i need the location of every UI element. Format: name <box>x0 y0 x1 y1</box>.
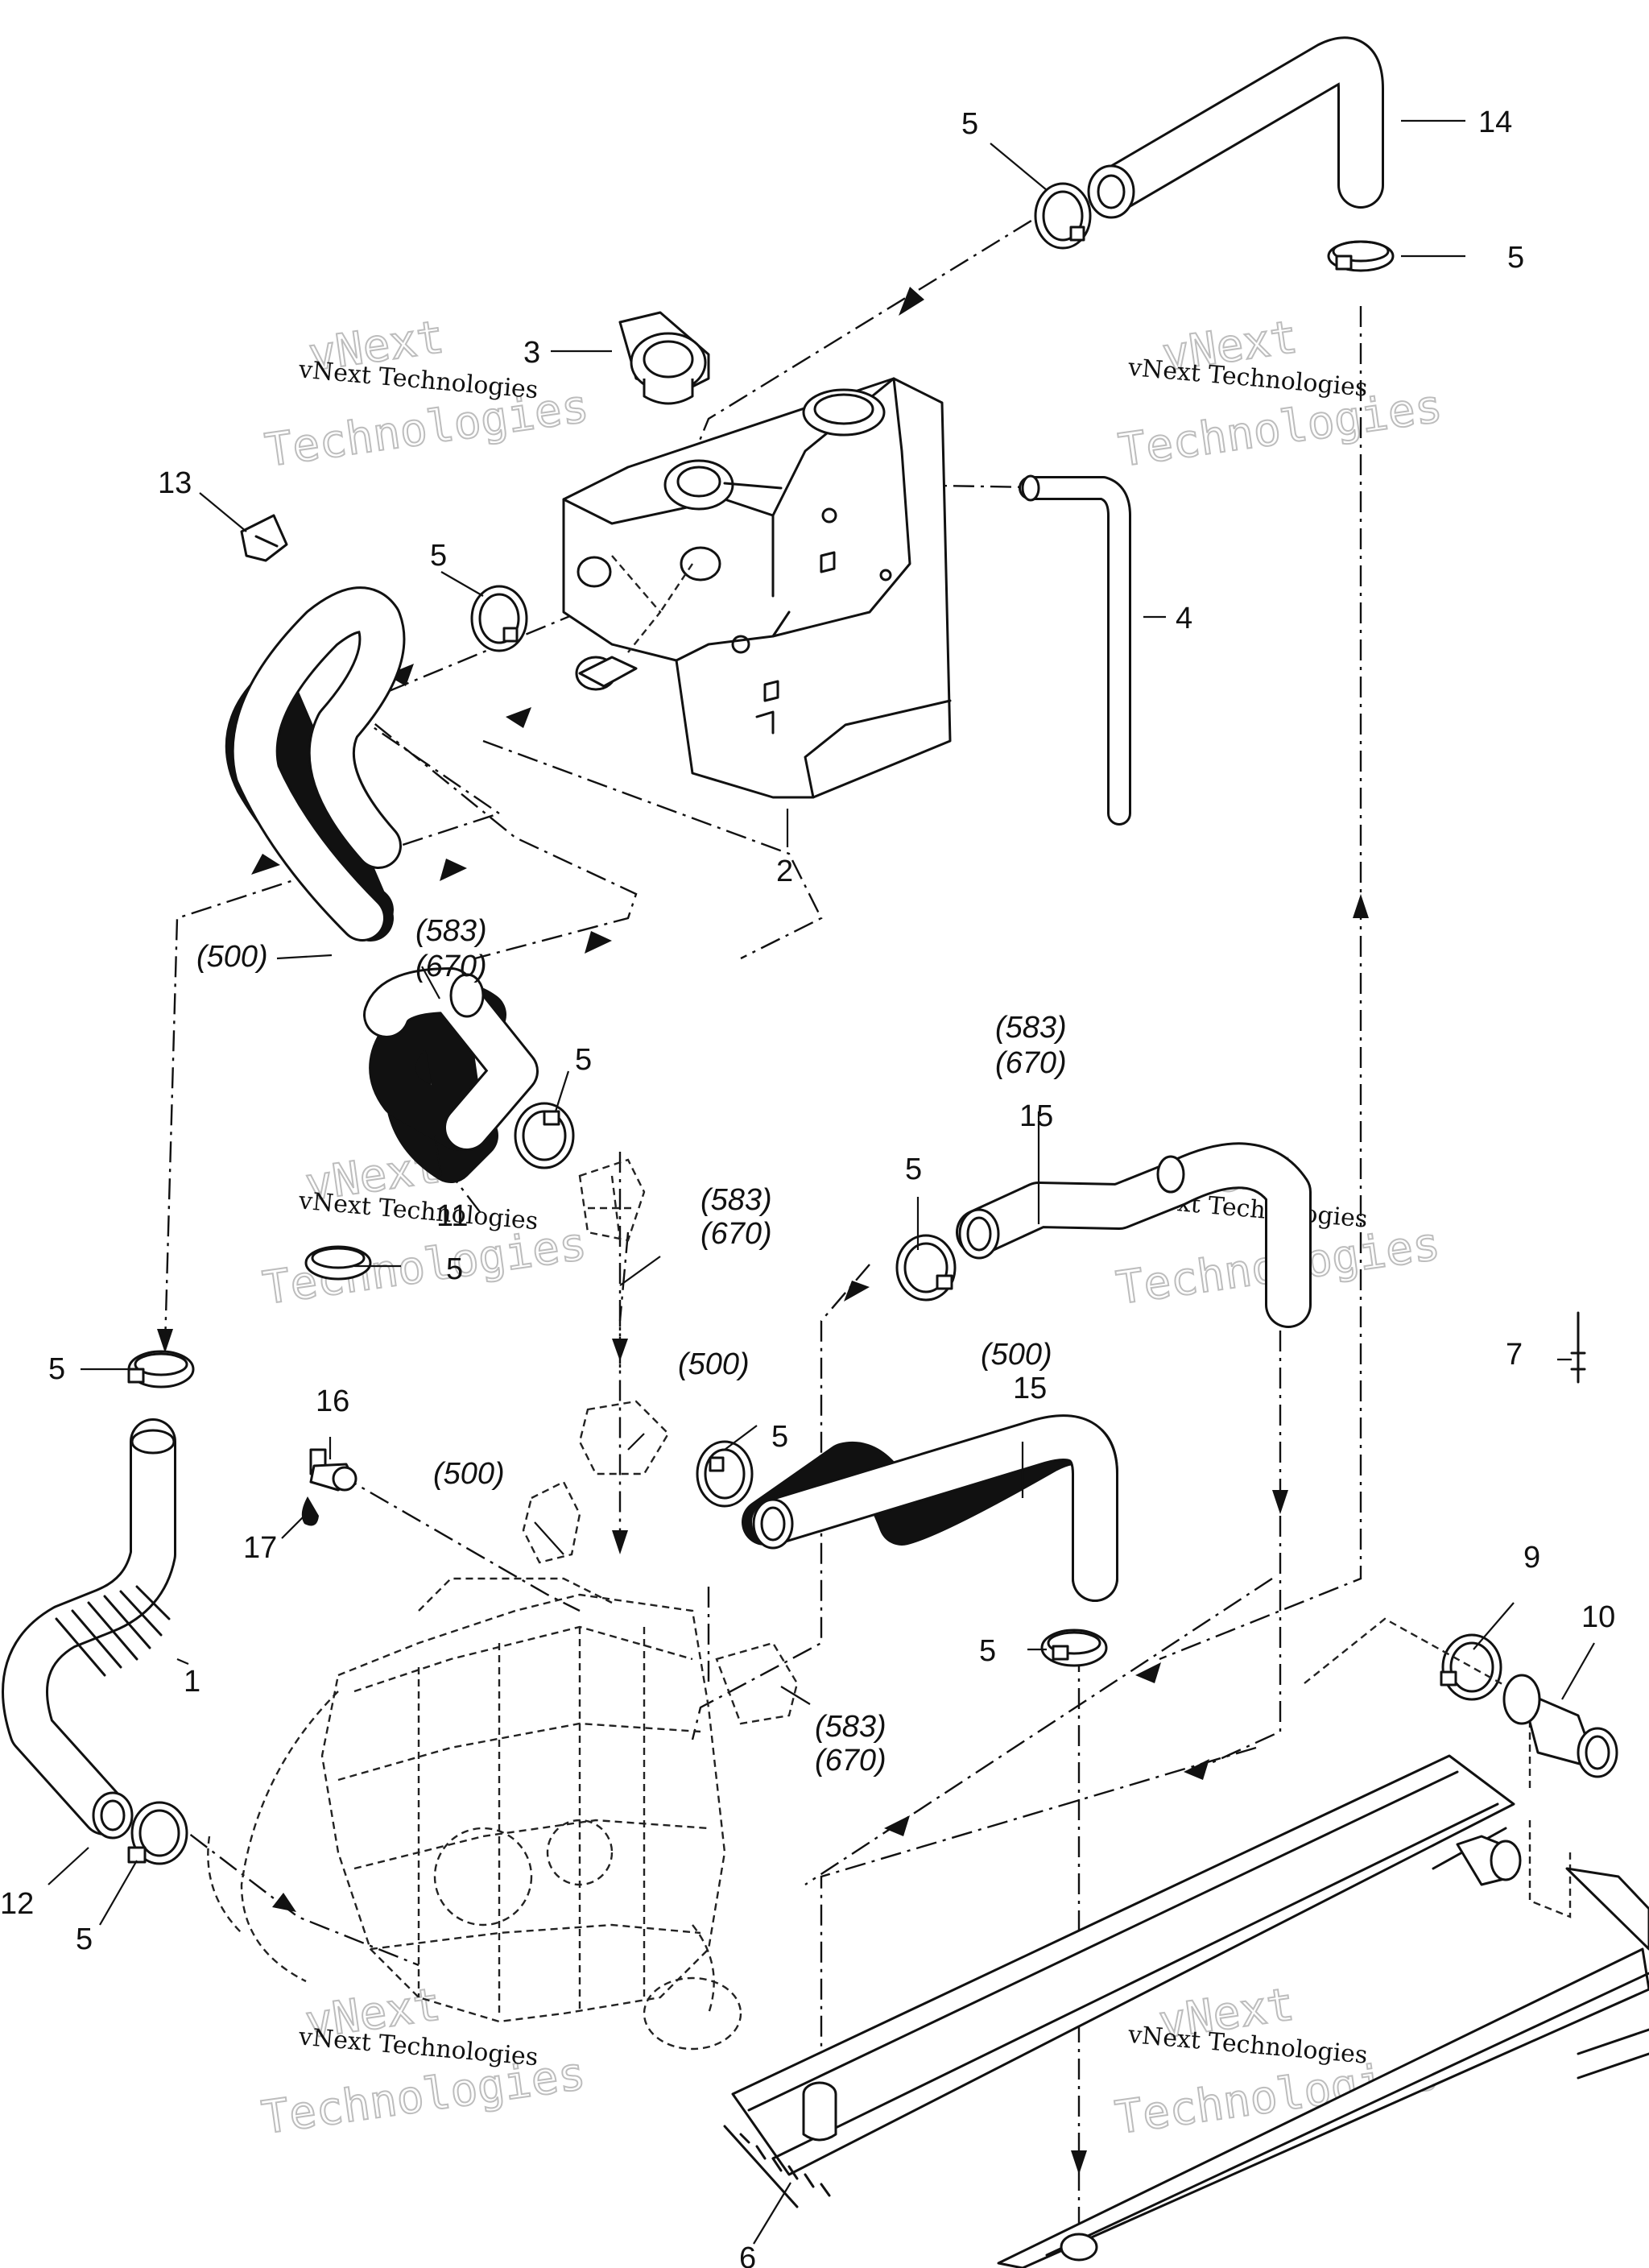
model-code-500: (500) <box>433 1457 505 1491</box>
callout-15: 15 <box>1013 1372 1047 1405</box>
model-code-583: (583) <box>701 1183 772 1217</box>
temperature-sensor-16 <box>309 1448 357 1492</box>
hose-clamp <box>895 1234 957 1302</box>
hose-500-left <box>225 586 406 942</box>
model-code-670: (670) <box>995 1046 1067 1080</box>
model-code-670: (670) <box>701 1217 772 1251</box>
thermostat-housing <box>522 1158 799 1725</box>
callout-6: 6 <box>739 2241 756 2268</box>
callout-7: 7 <box>1506 1338 1523 1372</box>
model-code-670: (670) <box>815 1744 886 1778</box>
callout-5: 5 <box>1507 241 1524 275</box>
arrow-marker <box>386 664 414 686</box>
pressure-cap-3 <box>618 311 710 405</box>
arrow-marker <box>585 931 612 954</box>
arrow-marker <box>1272 1490 1288 1514</box>
engine-block <box>207 1577 742 2051</box>
callout-5: 5 <box>771 1420 788 1454</box>
arrow-marker <box>272 1893 296 1912</box>
callout-12: 12 <box>0 1887 34 1921</box>
arrow-marker <box>251 854 280 875</box>
overflow-tube-4 <box>1019 474 1131 826</box>
coupling-hose-10 <box>1502 1674 1618 1778</box>
arrow-marker <box>440 859 467 881</box>
arrow-marker <box>1135 1662 1161 1683</box>
arrow-marker <box>612 1530 628 1554</box>
model-code-670: (670) <box>415 950 487 983</box>
callout-5: 5 <box>575 1043 592 1077</box>
hose-clamp <box>304 1245 372 1281</box>
model-code-500: (500) <box>981 1338 1052 1372</box>
upper-l-hose-14 <box>1087 36 1384 219</box>
hose-clamp <box>696 1440 754 1508</box>
callout-11: 11 <box>436 1199 468 1233</box>
callout-13: 13 <box>158 466 192 500</box>
arrow-marker <box>157 1329 173 1353</box>
callout-17: 17 <box>243 1531 277 1565</box>
callout-2: 2 <box>776 855 793 888</box>
arrow-marker <box>1353 894 1369 918</box>
model-code-583: (583) <box>995 1011 1067 1045</box>
arrow-marker <box>506 707 531 728</box>
hose-clamp-9 <box>1440 1633 1502 1701</box>
model-code-583: (583) <box>815 1710 886 1744</box>
arrow-marker <box>899 287 924 316</box>
callout-5: 5 <box>905 1153 922 1186</box>
hose-clamp <box>514 1102 575 1169</box>
callout-5: 5 <box>979 1634 996 1668</box>
callout-5: 5 <box>48 1352 65 1386</box>
callout-10: 10 <box>1581 1600 1615 1634</box>
bellows-hose-1 <box>2 1418 176 1840</box>
svg-text:Technologies: Technologies <box>258 2047 589 2145</box>
callout-15: 15 <box>1019 1099 1053 1133</box>
model-code-583: (583) <box>415 914 487 948</box>
callout-5: 5 <box>961 107 978 141</box>
hose-clamp <box>1040 1629 1108 1667</box>
fitting-7 <box>1570 1311 1586 1384</box>
hose-clamp <box>127 1801 188 1865</box>
model-code-500: (500) <box>196 940 268 974</box>
callout-labels: 5 14 5 3 13 5 4 2 (500) (583) (670) (583… <box>0 106 1615 2268</box>
callout-1: 1 <box>184 1665 200 1699</box>
callout-5: 5 <box>76 1922 93 1956</box>
coolant-tank-2 <box>562 377 952 799</box>
hose-15-upper <box>956 1142 1312 1328</box>
callout-5: 5 <box>430 539 447 573</box>
arrow-marker <box>612 1339 628 1361</box>
hose-clamp <box>1327 240 1395 272</box>
hose-15-lower <box>742 1414 1118 1602</box>
clip-13 <box>240 514 288 562</box>
arrow-marker <box>1071 2150 1087 2175</box>
callout-14: 14 <box>1478 106 1512 139</box>
callout-4: 4 <box>1176 602 1192 635</box>
hose-clamp <box>1034 182 1092 250</box>
arrow-marker <box>844 1281 870 1302</box>
sealant-drop-17 <box>301 1496 319 1526</box>
radiator-6 <box>723 1617 1649 2268</box>
hose-clamp <box>127 1350 195 1389</box>
callout-3: 3 <box>523 336 540 370</box>
hose-583-670 <box>363 967 539 1183</box>
arrow-marker <box>884 1815 910 1836</box>
arrow-marker <box>1184 1759 1209 1780</box>
model-code-500: (500) <box>678 1347 750 1381</box>
callout-9: 9 <box>1523 1541 1540 1575</box>
callout-16: 16 <box>316 1384 349 1418</box>
callout-5: 5 <box>446 1252 463 1286</box>
hose-clamp <box>470 585 528 652</box>
flow-arrows <box>157 287 1369 2175</box>
leader-lines <box>48 119 1595 2245</box>
